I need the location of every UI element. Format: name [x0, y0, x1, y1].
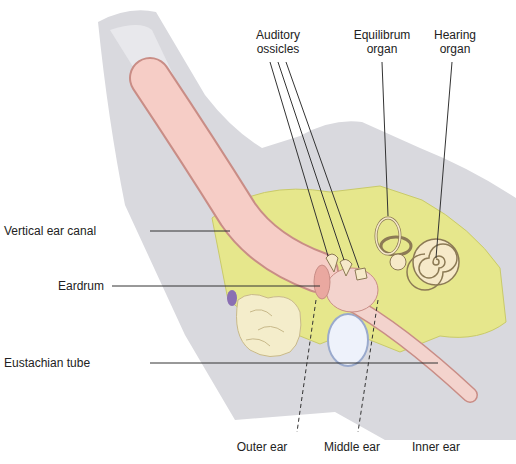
eustachian-tube-outline	[345, 300, 470, 395]
region-label: Outer ear	[237, 440, 288, 454]
incus	[340, 259, 352, 276]
leader-line	[270, 62, 328, 256]
cochlea-spiral	[407, 244, 457, 290]
leader-line	[382, 62, 388, 216]
gland-tissue	[237, 294, 301, 356]
vestibule	[390, 254, 406, 270]
tympanic-bulla	[328, 314, 368, 366]
semicircular-canal-inner	[376, 218, 400, 254]
small-vessel	[227, 290, 237, 306]
region-label: Inner ear	[412, 440, 460, 454]
eardrum	[314, 265, 330, 299]
leader-line	[436, 62, 452, 258]
semicircular-canal	[381, 237, 411, 255]
eustachian-tube	[345, 300, 470, 395]
malleus	[326, 254, 338, 272]
part-label: Auditory ossicles	[242, 28, 314, 56]
leader-line	[150, 231, 230, 232]
dashed-divider	[358, 300, 378, 432]
leader-lines	[112, 62, 452, 363]
stapes	[355, 268, 367, 280]
region-dividers	[297, 300, 378, 432]
part-label: Eustachian tube	[4, 356, 90, 370]
leader-line	[286, 62, 359, 268]
part-label: Eardrum	[58, 279, 104, 293]
dashed-divider	[297, 300, 316, 432]
middle-ear-cavity	[326, 268, 378, 312]
leader-line	[112, 286, 320, 287]
leader-line	[278, 62, 344, 260]
gland-lines	[246, 310, 284, 346]
part-label: Hearing organ	[423, 28, 487, 56]
part-label: Equilibrum organ	[345, 28, 419, 56]
leader-line	[150, 363, 438, 364]
region-label: Middle ear	[324, 440, 380, 454]
head-silhouette	[98, 10, 516, 440]
part-label: Vertical ear canal	[4, 224, 96, 238]
